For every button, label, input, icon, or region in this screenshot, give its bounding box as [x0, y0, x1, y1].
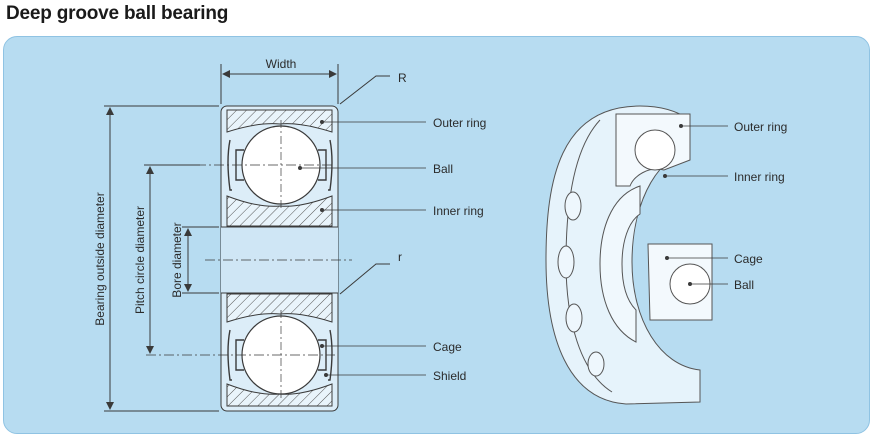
- callout-inner-ring: Inner ring: [433, 204, 484, 218]
- upper-inner-ring: [226, 195, 333, 227]
- lower-shield-left: [227, 329, 232, 381]
- perspective-callout-ball: Ball: [734, 278, 754, 292]
- inner-radius-leader: [339, 263, 390, 295]
- page-title: Deep groove ball bearing: [6, 3, 229, 24]
- upper-shield-left: [227, 139, 232, 191]
- callout-ball: Ball: [433, 162, 453, 176]
- inner-ring-face: [599, 185, 641, 343]
- callout-cage: Cage: [433, 340, 462, 354]
- upper-shield-right: [328, 139, 333, 191]
- perspective-callout-cage: Cage: [734, 252, 763, 266]
- width-dimension: [220, 64, 339, 104]
- inner-radius-label: r: [398, 250, 402, 264]
- width-label: Width: [266, 57, 297, 71]
- top-ball: [634, 129, 676, 171]
- upper-outer-ring: [226, 109, 333, 133]
- callout-shield: Shield: [433, 369, 466, 383]
- outer-radius-label: R: [398, 71, 407, 85]
- cross-section: [146, 105, 352, 412]
- perspective-callout-inner-ring: Inner ring: [734, 170, 785, 184]
- lower-inner-ring: [226, 293, 333, 323]
- perspective-callout-outer-ring: Outer ring: [734, 120, 787, 134]
- bore-diameter-label: Bore diameter: [170, 222, 184, 297]
- outer-radius-leader: [339, 75, 390, 105]
- perspective-bearing: [545, 105, 713, 405]
- outside-diameter-label: Bearing outside diameter: [93, 192, 107, 325]
- pitch-diameter-label: Pitch circle diameter: [133, 206, 147, 314]
- callout-outer-ring: Outer ring: [433, 116, 486, 130]
- lower-shield-right: [328, 329, 333, 381]
